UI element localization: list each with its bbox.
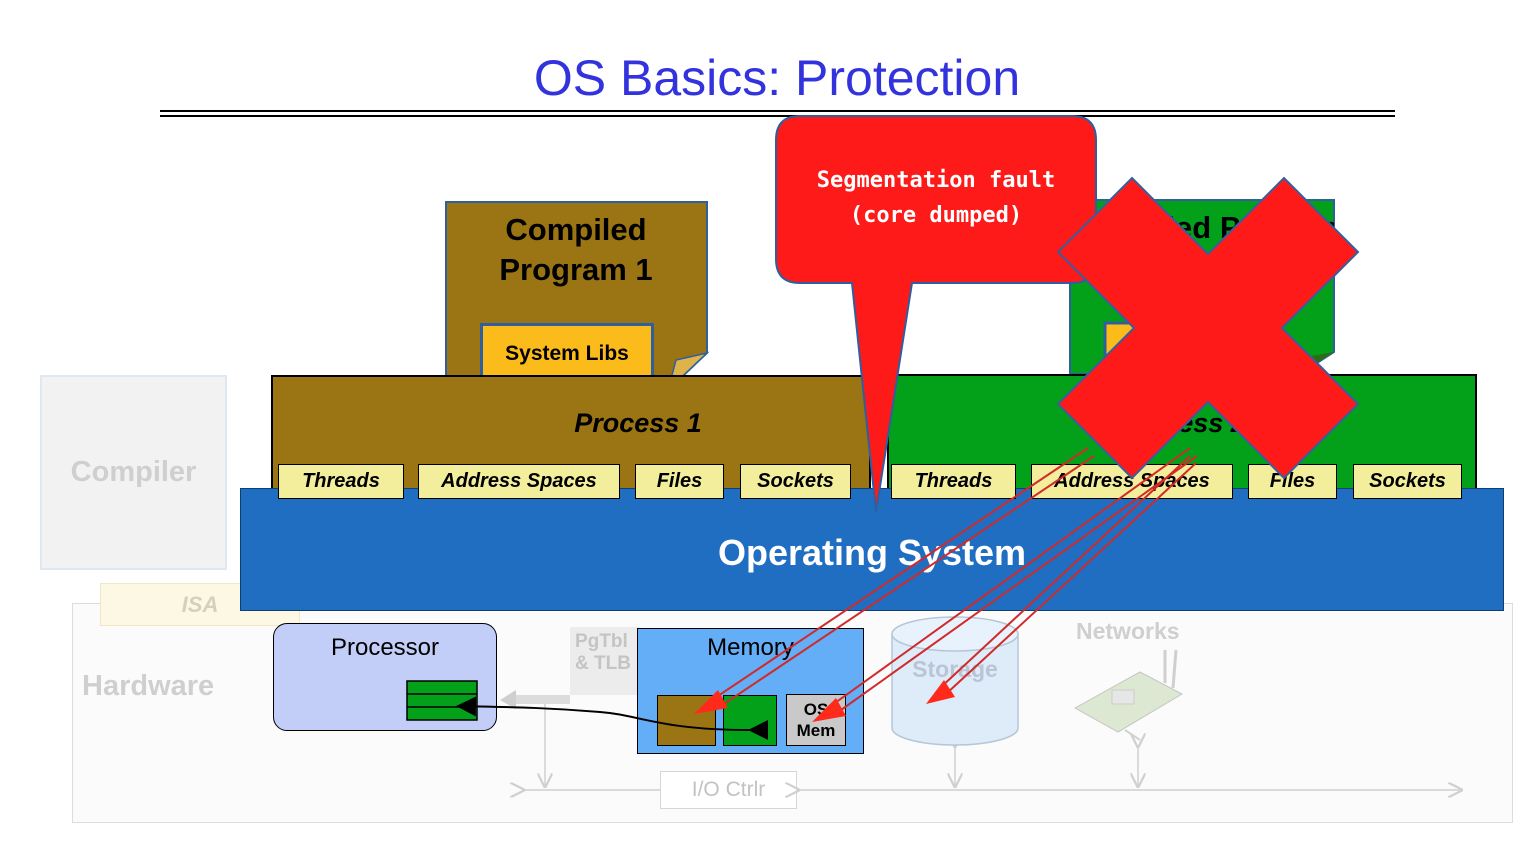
pgtbl-tlb-box: PgTbl & TLB — [570, 627, 640, 695]
network-card-icon — [1073, 649, 1184, 741]
illegal-access-arrows — [694, 447, 1198, 722]
compiled-program-1-title: Compiled Program 1 — [499, 212, 653, 287]
memory-label: Memory — [707, 634, 794, 661]
address-translation-arrow — [456, 696, 769, 741]
operating-system-bar — [240, 488, 1504, 611]
os-mem-line2: Mem — [796, 721, 836, 740]
networks-label: Networks — [1076, 618, 1180, 644]
io-controller-box: I/O Ctrlr — [660, 771, 797, 809]
process-2-threads: Threads — [891, 464, 1016, 499]
storage-cylinder — [891, 616, 1019, 746]
pgtbl-label-line2: & TLB — [575, 653, 631, 674]
register-stack — [406, 680, 478, 721]
process-1-label: Process 1 — [574, 408, 702, 438]
compiler-box: Compiler — [40, 375, 227, 570]
fault-speech-bubble — [775, 115, 1097, 513]
processor-label: Processor — [330, 634, 440, 661]
kill-process-x-icon — [1056, 176, 1360, 480]
process-1-address-spaces: Address Spaces — [418, 464, 620, 499]
processor-box — [273, 623, 497, 731]
title-rule-top — [160, 110, 1395, 112]
slide-title: OS Basics: Protection — [533, 50, 1021, 106]
operating-system-label: Operating System — [717, 532, 1027, 573]
process-2-files: Files — [1248, 464, 1337, 499]
hardware-label: Hardware — [82, 670, 215, 702]
process-1-threads: Threads — [278, 464, 404, 499]
system-libs-box: System Libs — [480, 323, 654, 385]
process-1-files: Files — [635, 464, 724, 499]
pgtbl-label-line1: PgTbl — [575, 631, 628, 652]
fault-message: Segmentation fault (core dumped) — [816, 168, 1056, 228]
title-rule-bottom — [160, 115, 1395, 117]
process-2-sockets: Sockets — [1353, 464, 1462, 499]
process-1-sockets: Sockets — [740, 464, 851, 499]
